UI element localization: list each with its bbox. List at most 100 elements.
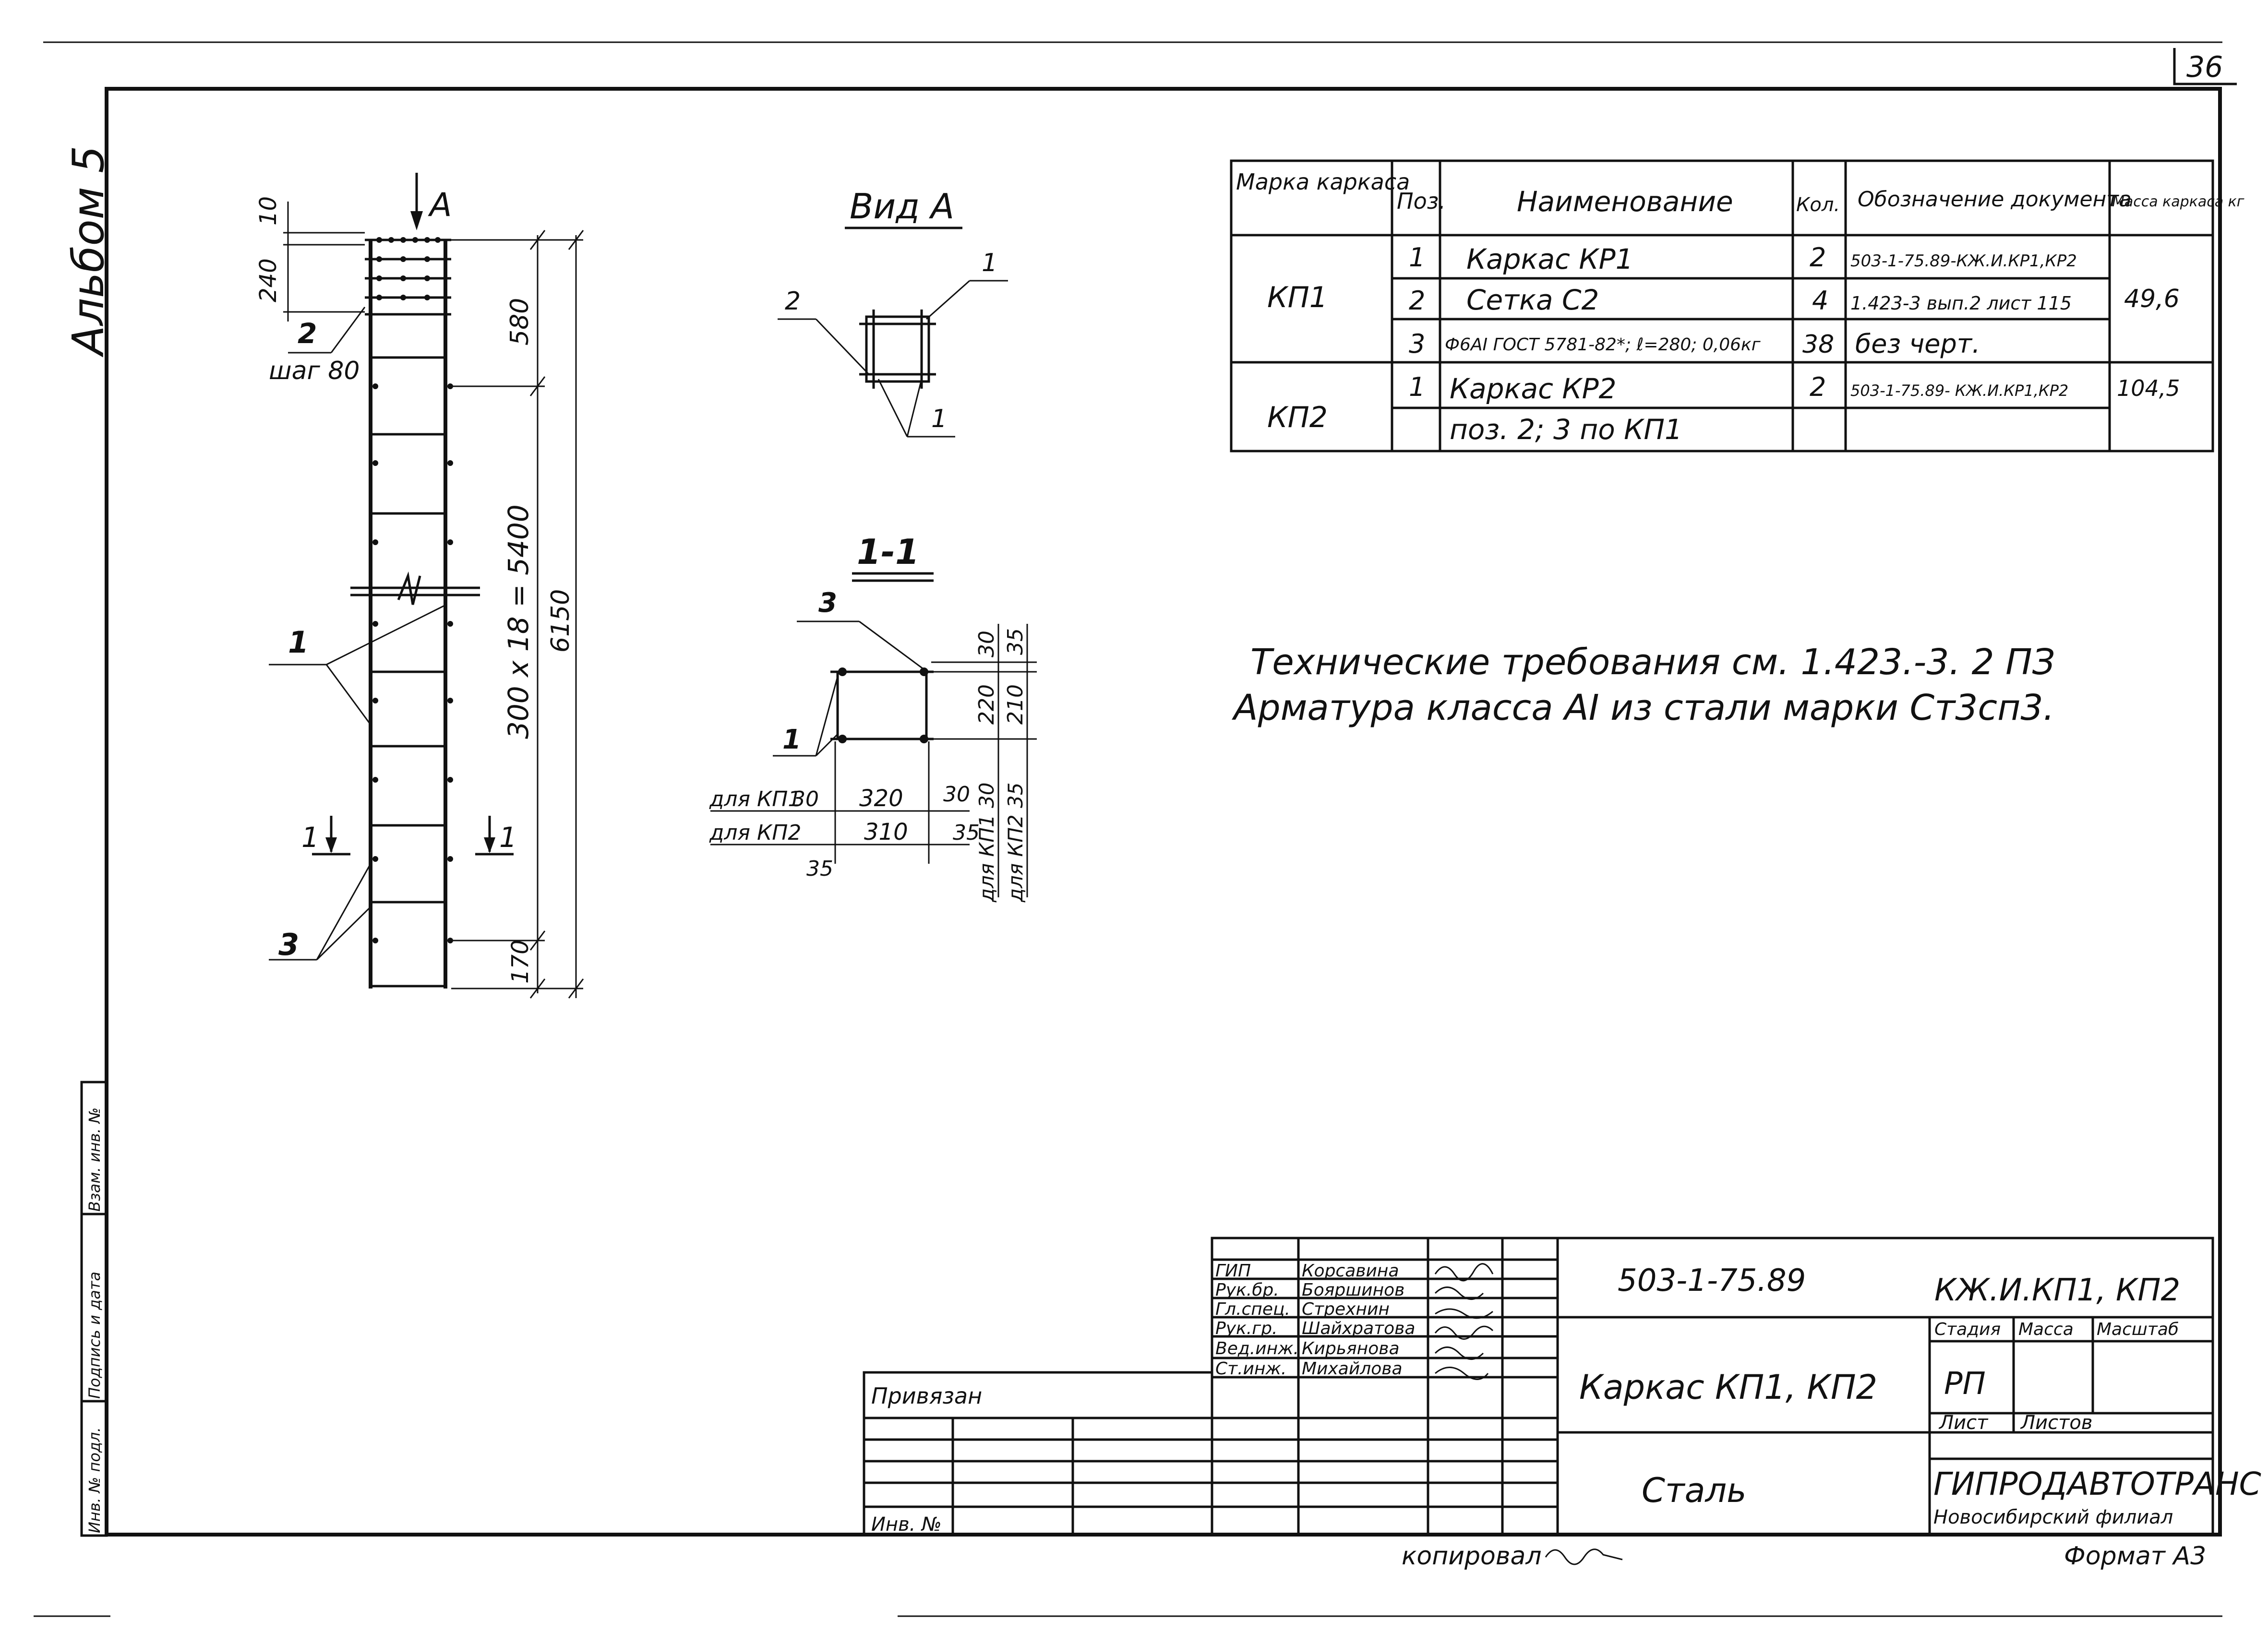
view-a-pos-1-top: 1 [982,249,997,277]
dim-320: 320 [859,785,903,812]
row5-name: поз. 2; 3 по КП1 [1450,413,1682,446]
row3-doc: без черт. [1855,329,1980,359]
label-kp2: для КП2 [709,821,801,845]
header-qty: Кол. [1796,194,1840,216]
signer-3-name: Стрехнин [1302,1299,1390,1319]
title-block: Привязан Инв. № ГИП Корсавина Рук.бр. Бо… [863,1237,2261,1536]
org-name: ГИПРОДАВТОТРАНС [1933,1465,2261,1502]
header-mark: Марка каркаса [1236,169,1410,195]
signature-marks [1434,1263,1494,1380]
signer-5-role: Вед.инж. [1215,1339,1299,1358]
dim-main: 300 x 18 = 5400 [502,504,535,739]
elevation-pos-3: 3 [278,927,299,962]
inv-label: Инв. № [871,1513,942,1536]
signer-1-name: Корсавина [1302,1261,1399,1281]
dim-580: 580 [505,298,534,345]
row1-doc: 503-1-75.89-КЖ.И.КР1,КР2 [1850,251,2077,271]
row3-name: Ф6АI ГОСТ 5781-82*; ℓ=280; 0,06кг [1445,335,1761,355]
dim-35-top: 35 [1003,628,1028,655]
header-doc: Обозначение документа [1858,187,2132,212]
signer-3-role: Гл.спец. [1215,1299,1290,1319]
dim-240: 240 [255,258,282,302]
dim-30-top: 30 [974,631,999,657]
dim-v-kp2: для КП2 35 [1004,783,1027,903]
side-stamp-replace: Взам. инв. № [85,1108,104,1212]
signer-2-role: Рук.бр. [1215,1280,1279,1300]
row3-pos: 3 [1409,329,1425,359]
dim-v-kp1: для КП1 30 [975,783,998,903]
view-a: Вид А 1 2 1 [778,186,1008,438]
row4-mass: 104,5 [2117,375,2180,401]
scale-label: Масштаб [2097,1320,2179,1339]
row3-qty: 38 [1802,330,1834,359]
copied-label: копировал [1402,1542,1542,1571]
signer-5-name: Кирьянова [1302,1339,1400,1358]
row1-mass: 49,6 [2124,285,2180,313]
tied-label: Привязан [871,1383,982,1409]
doc-code: 503-1-75.89 [1618,1263,1806,1299]
signer-2-name: Бояршинов [1302,1280,1404,1300]
row1-pos: 1 [1409,242,1425,273]
mass-label: Масса [2018,1320,2074,1339]
view-a-title: Вид А [850,186,954,226]
section-pos-3: 3 [818,587,837,619]
object-title: Каркас КП1, КП2 [1579,1368,1877,1407]
dim-170: 170 [507,940,534,984]
section-1-1: 1-1 3 1 30 35 220 210 для КП1 30 для КП2… [709,532,1037,903]
sheet-label: Лист [1938,1412,1989,1434]
row4-doc: 503-1-75.89- КЖ.И.КР1,КР2 [1850,381,2068,400]
stage-value: РП [1944,1366,1986,1402]
section-mark-right: 1 [499,821,517,854]
elevation-pos-2: 2 [298,317,317,350]
label-kp1-val: 30 [792,787,819,811]
signer-4-name: Шайхратова [1302,1319,1415,1338]
row2-pos: 2 [1409,286,1425,316]
stage-label: Стадия [1934,1320,2001,1339]
dim-35-bottom: 35 [806,857,833,881]
material: Сталь [1642,1471,1747,1510]
header-name: Наименование [1517,185,1733,218]
row2-doc: 1.423-3 вып.2 лист 115 [1850,293,2072,314]
row4-qty: 2 [1810,372,1826,402]
row4-pos: 1 [1409,372,1425,402]
side-stamp-inv: Инв. № подл. [85,1427,104,1533]
view-a-pos-1-bottom: 1 [931,405,947,433]
side-stamp-sign: Подпись и дата [85,1272,104,1399]
header-pos: Поз. [1397,188,1446,214]
section-title: 1-1 [857,532,919,572]
org-branch: Новосибирский филиал [1933,1506,2173,1528]
note-line-1: Технические требования см. 1.423.-3. 2 П… [1250,642,2055,683]
view-a-pos-2: 2 [785,287,801,316]
note-line-2: Арматура класса АI из стали марки Ст3сп3… [1232,687,2054,728]
signer-6-name: Михайлова [1302,1359,1403,1379]
copied-signature [1545,1549,1623,1565]
dim-220: 220 [974,684,999,725]
side-stamp: Инв. № подл. Подпись и дата Взам. инв. № [80,1081,108,1537]
sheets-label: Листов [2020,1412,2092,1434]
section-mark-left: 1 [301,821,319,854]
album-label: Альбом 5 [63,146,114,357]
section-pos-1: 1 [782,724,801,755]
view-mark-a: А [428,186,452,224]
elevation-view: А 10 240 2 шаг 80 580 300 x 18 = 5400 61… [255,173,584,999]
row1-qty: 2 [1810,242,1826,273]
dim-210: 210 [1003,684,1028,725]
row4-name: Каркас КР2 [1450,372,1617,405]
label-kp1: для КП1 [709,787,801,811]
format-label: Формат А3 [2064,1542,2206,1571]
header-mass: Масса каркаса кг [2112,193,2244,210]
row2-name: Сетка С2 [1466,284,1599,316]
signer-1-role: ГИП [1215,1261,1251,1281]
page-number-box [2173,48,2237,85]
elevation-pos-1: 1 [288,625,309,660]
page-number: 36 [2186,50,2223,84]
elevation-step: шаг 80 [269,357,360,385]
spec-table: Марка каркаса Поз. Наименование Кол. Обо… [1230,159,2244,453]
sheet-code: КЖ.И.КП1, КП2 [1934,1273,2180,1308]
signer-6-role: Ст.инж. [1215,1359,1286,1379]
row1-mark: КП1 [1267,281,1328,314]
row2-qty: 4 [1812,286,1828,316]
dim-35-right: 35 [953,821,980,845]
dim-total: 6150 [546,589,575,653]
